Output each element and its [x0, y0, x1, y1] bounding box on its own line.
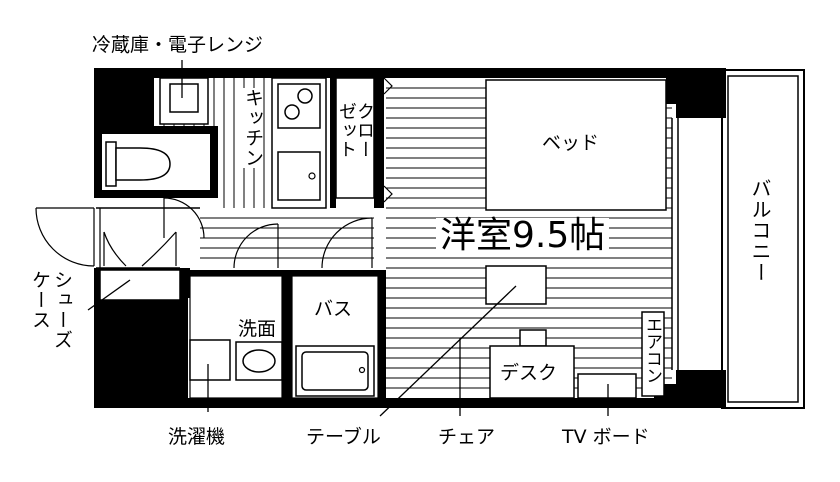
leader-lines	[87, 60, 609, 417]
tv-board	[577, 373, 637, 399]
closet-label-2: ゼット	[336, 102, 357, 159]
shoe-case-label-2: ケース	[29, 270, 51, 330]
closet-box	[335, 77, 375, 199]
flooring-corridor	[200, 217, 374, 259]
room-label: 洋室9.5帖	[436, 218, 610, 254]
toilet-tank	[105, 141, 117, 187]
walls	[94, 68, 726, 408]
shoe-case-label-1: シューズ	[51, 270, 73, 350]
bed-label: ベッド	[542, 132, 600, 154]
room-door-swing	[321, 217, 373, 269]
kitchen-label: キッチン	[242, 88, 264, 168]
fridge-label: 冷蔵庫・電子レンジ	[92, 34, 264, 56]
desk-label: デスク	[500, 362, 558, 384]
toilet-door-swing	[163, 197, 205, 239]
balcony-label: バルコニー	[748, 178, 772, 283]
washer-box	[189, 339, 231, 381]
chair-label: チェア	[438, 426, 496, 448]
toilet-bowl	[115, 147, 171, 181]
entrance-door-swing	[35, 207, 95, 267]
table-label: テーブル	[306, 426, 381, 448]
balcony-rail	[727, 75, 799, 403]
balcony-outline	[721, 69, 805, 409]
aircon	[641, 311, 665, 397]
aircon-label: エアコン	[642, 316, 662, 384]
bath-label: バス	[314, 298, 353, 320]
closet-label-1: クロー	[354, 102, 375, 159]
desk	[489, 345, 575, 399]
tv-board-label: TV ボード	[562, 426, 650, 448]
table	[485, 265, 547, 305]
shoe-case-box	[99, 269, 181, 301]
washbasin-label: 洗面	[238, 318, 277, 340]
chair	[519, 329, 547, 347]
washroom-door-swing	[233, 223, 279, 269]
washer-label: 洗濯機	[168, 426, 226, 448]
